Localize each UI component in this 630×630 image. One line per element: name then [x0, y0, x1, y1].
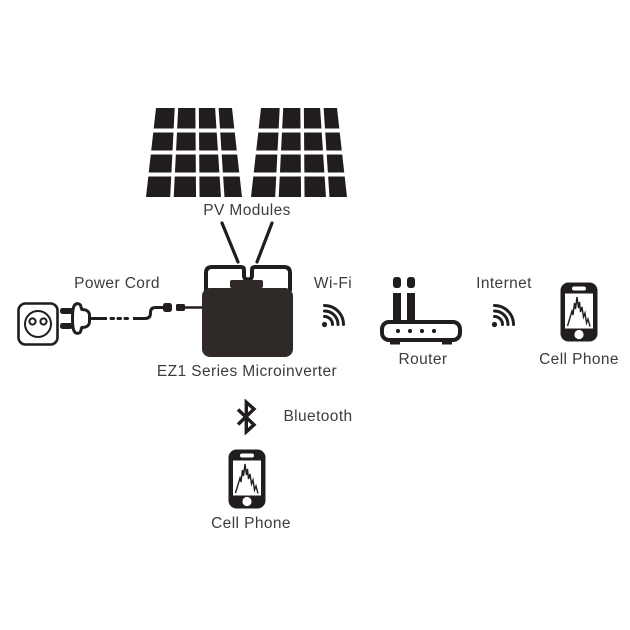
router-label: Router [398, 351, 448, 368]
inverter-mount-bracket-icon [204, 265, 292, 291]
internet-signal-icon [491, 304, 515, 328]
wall-outlet-icon [17, 302, 59, 346]
cell-phone-bluetooth-label: Cell Phone [211, 515, 291, 532]
power-plug-icon [60, 302, 202, 335]
cell-phone-wifi-icon [560, 282, 598, 342]
pv-module-right-icon [250, 107, 348, 198]
pv-modules-label: PV Modules [203, 202, 291, 219]
bluetooth-icon [236, 399, 257, 435]
internet-label: Internet [476, 275, 532, 292]
cell-phone-bluetooth-icon [228, 449, 266, 509]
power-cord-label: Power Cord [74, 275, 160, 292]
router-icon [380, 277, 462, 345]
microinverter-icon [202, 288, 293, 357]
wifi-signal-icon [321, 304, 345, 328]
pv-module-left-icon [145, 107, 243, 198]
microinverter-label: EZ1 Series Microinverter [156, 363, 338, 380]
pv-connection-lines [220, 221, 274, 264]
inverter-top-connector [230, 280, 263, 288]
wifi-label: Wi-Fi [313, 275, 353, 292]
bluetooth-label: Bluetooth [283, 408, 353, 425]
cell-phone-wifi-label: Cell Phone [539, 351, 619, 368]
